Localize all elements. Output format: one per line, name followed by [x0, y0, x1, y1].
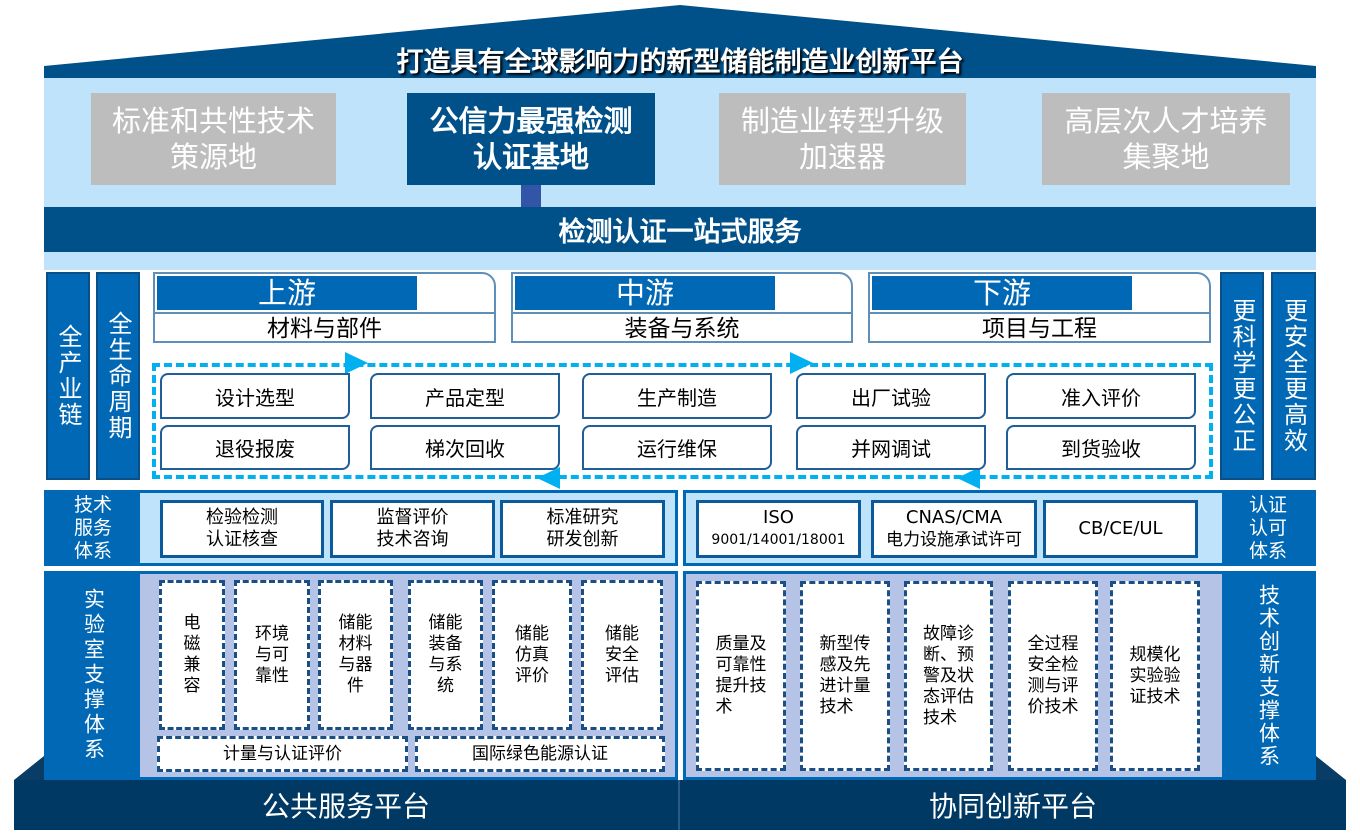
- cert-iso-sub: 9001/14001/18001: [711, 532, 846, 548]
- cert-cb-title: CB/CE/UL: [1078, 518, 1163, 539]
- service-standards: 标准研究 研发创新: [500, 500, 665, 558]
- process-operate: 运行维保: [582, 425, 772, 470]
- lab-emc: 电 磁 兼 容: [159, 580, 225, 730]
- lab-materials: 储能 材料 与器 件: [318, 580, 393, 730]
- process-factory-test: 出厂试验: [796, 373, 986, 419]
- more-scientific-label: 更科学更公正: [1220, 272, 1264, 480]
- innov-sensing: 新型传 感及先 进计量 技术: [800, 581, 890, 771]
- one-stop-service-band: 检测认证一站式服务: [44, 207, 1316, 252]
- lifecycle-loop: [152, 363, 1213, 479]
- process-grid-debug: 并网调试: [796, 425, 986, 470]
- process-acceptance: 到货验收: [1006, 425, 1196, 470]
- lab-equipment: 储能 装备 与系 统: [408, 580, 483, 730]
- downstream-box: 下游项目与工程: [868, 272, 1211, 343]
- innov-safety-testing: 全过程 安全检 测与评 价技术: [1008, 581, 1098, 771]
- pillar-standards: 标准和共性技术 策源地: [91, 93, 336, 185]
- service-supervision: 监督评价 技术咨询: [330, 500, 495, 558]
- upstream-box: 上游材料与部件: [153, 272, 496, 343]
- lab-green-energy: 国际绿色能源认证: [415, 736, 665, 772]
- cert-iso: ISO 9001/14001/18001: [696, 500, 861, 558]
- process-recycle: 梯次回收: [370, 425, 560, 470]
- innov-fault-diagnosis: 故障诊 断、预 警及状 态评估 技术: [904, 581, 993, 771]
- upstream-head: 上游: [157, 276, 417, 310]
- innov-scale-validation: 规模化 实验验 证技术: [1110, 581, 1200, 771]
- full-lifecycle-label: 全生命周期: [96, 272, 140, 480]
- pillar-certification-base: 公信力最强检测 认证基地: [407, 93, 655, 185]
- downstream-head: 下游: [872, 276, 1132, 310]
- certification-label: 认证 认可 体系: [1222, 492, 1314, 564]
- collaborative-innovation-platform: 协同创新平台: [680, 780, 1346, 830]
- midstream-head: 中游: [515, 276, 775, 310]
- lab-simulation: 储能 仿真 评价: [492, 580, 572, 730]
- process-manufacture: 生产制造: [582, 373, 772, 419]
- pillar-talent: 高层次人才培养 集聚地: [1042, 93, 1290, 185]
- process-design: 设计选型: [160, 373, 350, 419]
- full-industry-chain-label: 全产业链: [46, 272, 90, 480]
- cert-iso-title: ISO: [763, 507, 794, 528]
- service-inspection: 检验检测 认证核查: [160, 500, 324, 558]
- lab-safety: 储能 安全 评估: [581, 580, 663, 730]
- tech-service-label: 技术 服务 体系: [46, 492, 140, 564]
- pillar-accelerator: 制造业转型升级 加速器: [719, 93, 966, 185]
- safer-efficient-label: 更安全更高效: [1271, 272, 1316, 480]
- process-finalize: 产品定型: [370, 373, 560, 419]
- midstream-sub: 装备与系统: [513, 312, 851, 342]
- upstream-sub: 材料与部件: [155, 312, 494, 342]
- midstream-box: 中游装备与系统: [511, 272, 853, 343]
- tech-innovation-label: 技术创新支撑体系: [1222, 573, 1314, 778]
- process-access-eval: 准入评价: [1006, 373, 1196, 419]
- downstream-sub: 项目与工程: [870, 312, 1209, 342]
- one-stop-service-label: 检测认证一站式服务: [558, 217, 802, 248]
- cert-cnas-title: CNAS/CMA: [905, 507, 1003, 528]
- cert-cb: CB/CE/UL: [1043, 500, 1198, 558]
- public-service-platform: 公共服务平台: [14, 780, 680, 830]
- process-retire: 退役报废: [160, 425, 350, 470]
- main-title: 打造具有全球影响力的新型储能制造业创新平台: [396, 46, 964, 78]
- tech-innovation-band: [683, 571, 1316, 780]
- connector: [521, 185, 541, 212]
- lab-metrology: 计量与认证评价: [157, 736, 408, 772]
- innov-quality: 质量及 可靠性 提升技 术: [696, 581, 786, 771]
- lab-environment: 环境 与可 靠性: [234, 580, 310, 730]
- cert-cnas-sub: 电力设施承试许可: [886, 530, 1022, 550]
- lab-label: 实验室支撑体系: [46, 573, 140, 778]
